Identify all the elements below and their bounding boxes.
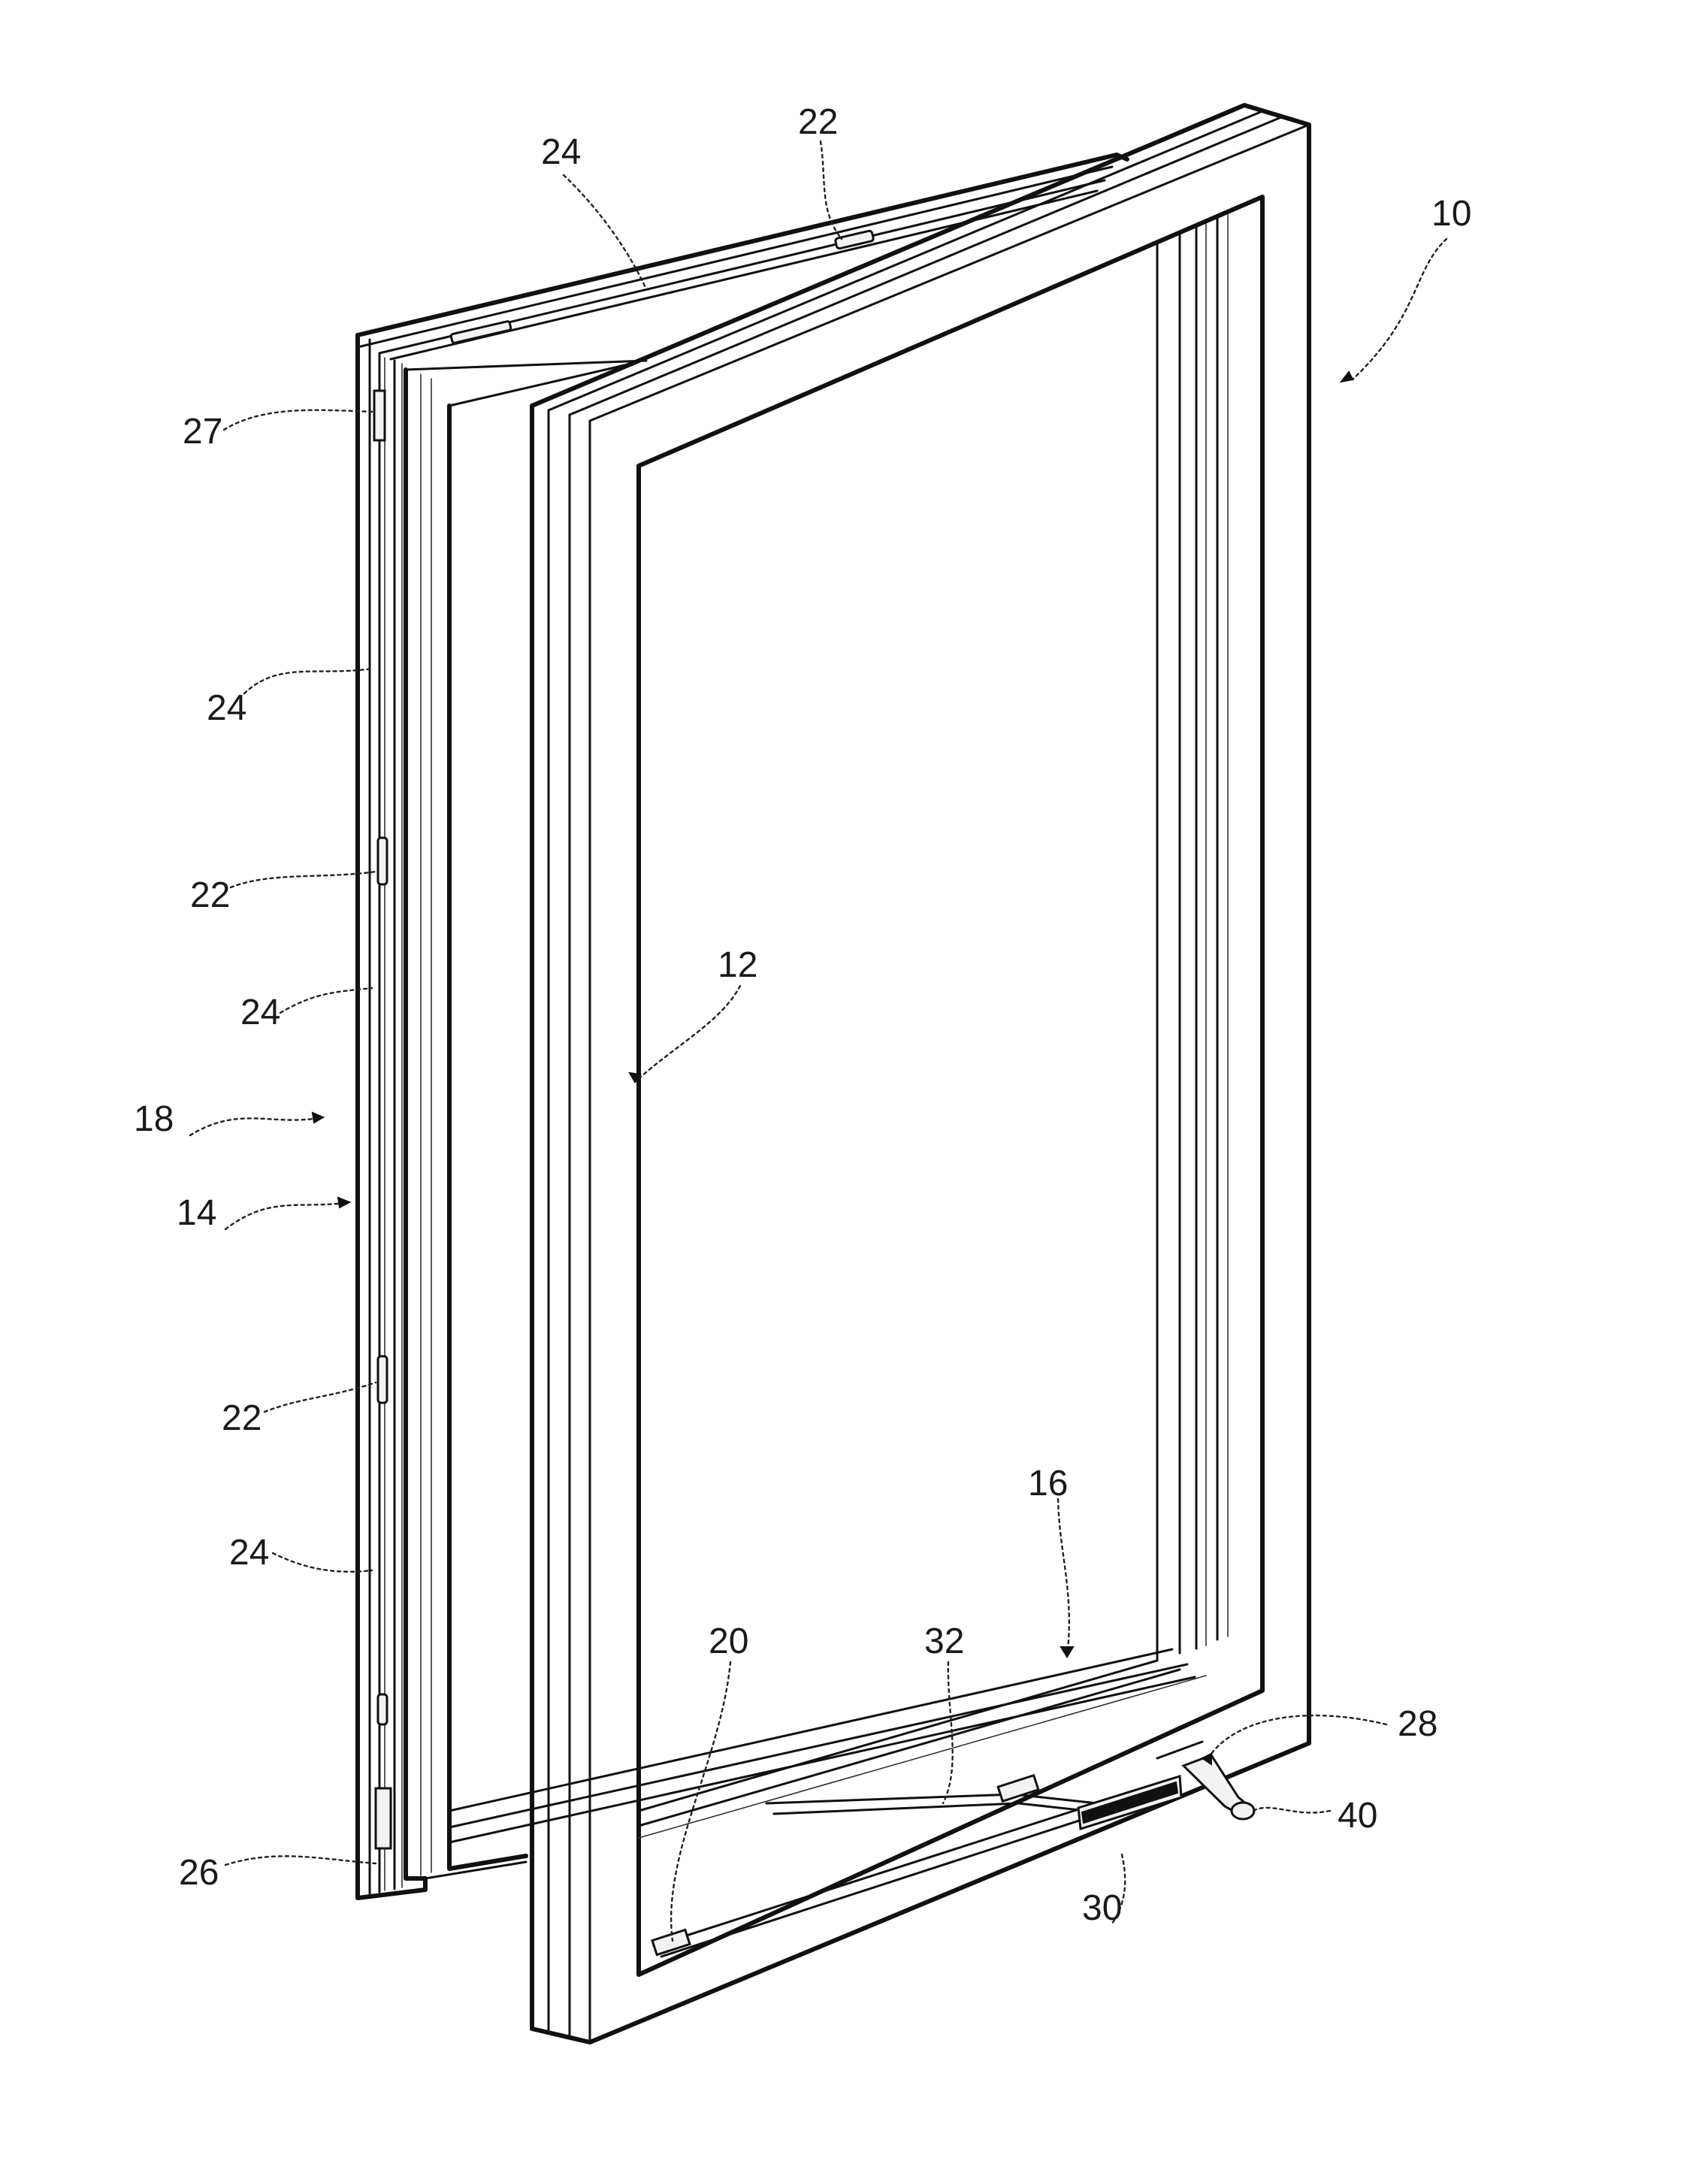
label-10: 10 (1431, 194, 1471, 234)
label-28: 28 (1398, 1704, 1437, 1744)
frame-outer-edge (358, 335, 425, 1898)
label-22-top: 22 (798, 102, 838, 142)
frame-top-rail (358, 155, 1127, 335)
label-24-top: 24 (541, 132, 581, 172)
label-27: 27 (183, 412, 222, 452)
label-20: 20 (709, 1621, 748, 1661)
crank-knob (1232, 1803, 1254, 1819)
leader-12 (635, 986, 740, 1082)
leader-18 (190, 1117, 323, 1135)
leader-16 (1058, 1499, 1069, 1657)
label-24-lower: 24 (229, 1533, 269, 1573)
sash-glass-opening (639, 197, 1262, 1975)
label-32: 32 (924, 1621, 964, 1661)
leader-24-upper (244, 669, 372, 694)
leader-14 (225, 1202, 349, 1229)
label-24-middle: 24 (240, 993, 280, 1032)
lock-keeper-22-lower (378, 1356, 387, 1403)
label-30: 30 (1082, 1888, 1122, 1928)
lock-keeper-lower (378, 1694, 387, 1724)
frame-glazing-opening (406, 361, 1195, 1878)
lock-keeper-22-upper (378, 838, 387, 884)
leader-10 (1353, 239, 1447, 379)
leader-27 (224, 410, 372, 430)
label-16: 16 (1028, 1464, 1068, 1504)
label-40: 40 (1338, 1796, 1377, 1836)
hinge-26 (376, 1788, 391, 1848)
label-22-lower: 22 (222, 1398, 261, 1438)
window-sash (532, 105, 1309, 2042)
label-12: 12 (718, 945, 757, 985)
label-14: 14 (177, 1193, 216, 1233)
leader-26 (225, 1856, 376, 1865)
label-24-upper: 24 (207, 688, 246, 728)
leader-24-top (564, 175, 646, 289)
label-22-upper: 22 (190, 875, 230, 915)
leader-22-upper (231, 872, 376, 887)
label-18: 18 (134, 1099, 174, 1139)
operator-assembly (652, 1742, 1254, 1957)
hinge-27 (374, 391, 385, 440)
leader-40 (1250, 1808, 1330, 1813)
label-26: 26 (179, 1853, 219, 1893)
reference-numerals: 10 12 14 16 18 20 22 22 22 24 24 24 24 2… (134, 102, 1471, 1928)
